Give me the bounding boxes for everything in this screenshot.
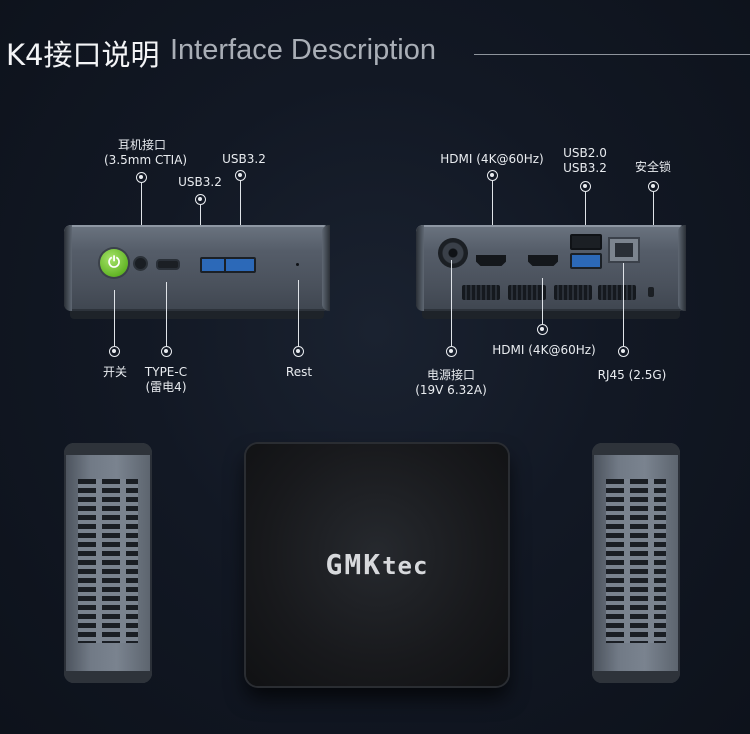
rear-base [422,311,680,319]
audio-jack-label: 耳机接口 (3.5mm CTIA) [104,138,188,168]
hdmi-bottom-leader [542,278,543,324]
power-label: 开关 [102,365,127,379]
right-side-bottom-cap [592,671,680,683]
hdmi-bottom-label: HDMI (4K@60Hz) [492,343,596,357]
hdmi-port-2 [528,255,558,266]
typec-port [156,259,180,270]
audio-jack-label-line2: (3.5mm CTIA) [104,153,188,167]
brand-suffix: tec [382,552,429,580]
power-button[interactable]: ⏻ [100,249,128,277]
right-side-view [592,443,680,683]
usb-a2-leader [240,181,241,255]
usb-a2-marker [235,170,246,181]
typec-leader [166,282,167,346]
hdmi-top-label: HDMI (4K@60Hz) [440,152,544,166]
vent-3 [554,285,592,300]
audio-jack-port [135,258,146,269]
rj45-marker [618,346,629,357]
hdmi-port-1 [476,255,506,266]
audio-jack-leader [141,183,142,248]
usb-rear-label-line1: USB2.0 [563,146,607,160]
top-view: GMKtec [246,444,508,686]
front-device-body: ⏻ [64,225,330,311]
rear-device-body [416,225,686,311]
dc-in-port [438,238,468,268]
typec-label: TYPE-C (雷电4) [136,365,196,395]
left-side-grille [78,479,138,643]
usb-a2-label: USB3.2 [222,152,266,166]
usb-a1-label: USB3.2 [178,175,222,189]
vent-4 [598,285,636,300]
dc-marker [446,346,457,357]
audio-jack-marker [136,172,147,183]
brand-logo: GMKtec [246,548,508,581]
lock-marker [648,181,659,192]
left-side-view [64,443,152,683]
rj45-leader [623,263,624,346]
reset-leader [298,280,299,346]
usb-rear-marker [580,181,591,192]
reset-hole [296,263,299,266]
hdmi-top-marker [487,170,498,181]
usb-rear-leader [585,192,586,234]
typec-marker [161,346,172,357]
page-title-zh: K4接口说明 [6,38,160,72]
rear-left-edge [416,225,424,311]
hdmi-top-leader [492,181,493,257]
right-side-top-cap [592,443,680,455]
rj45-label: RJ45 (2.5G) [597,368,667,382]
usb-a2-port [224,257,256,273]
hdmi-bottom-marker [537,324,548,335]
brand-main: GMK [325,548,383,581]
vent-2 [508,285,546,300]
page-title-en: Interface Description [170,34,436,66]
typec-label-line2: (雷电4) [145,380,187,394]
reset-marker [293,346,304,357]
audio-jack-label-line1: 耳机接口 [117,138,166,152]
vent-1 [462,285,500,300]
usb3-rear-port [570,253,602,269]
front-left-edge [64,225,72,311]
lock-slot [648,287,654,297]
title-divider [474,54,750,55]
power-leader [114,290,115,346]
usb-a1-marker [195,194,206,205]
reset-label: Rest [285,365,313,379]
power-marker [109,346,120,357]
right-side-grille [606,479,666,643]
typec-label-line1: TYPE-C [144,365,188,379]
left-side-bottom-cap [64,671,152,683]
rj45-port [608,237,640,263]
rear-right-edge [678,225,686,311]
dc-leader [451,260,452,346]
left-side-top-cap [64,443,152,455]
dc-label-line2: (19V 6.32A) [415,383,487,397]
usb2-port [570,234,602,250]
lock-label: 安全锁 [634,160,671,174]
usb-rear-label: USB2.0 USB3.2 [560,146,610,176]
front-base [70,311,324,319]
front-right-edge [322,225,330,311]
dc-label-line1: 电源接口 [426,368,475,382]
usb-rear-label-line2: USB3.2 [563,161,607,175]
dc-label: 电源接口 (19V 6.32A) [412,368,490,398]
